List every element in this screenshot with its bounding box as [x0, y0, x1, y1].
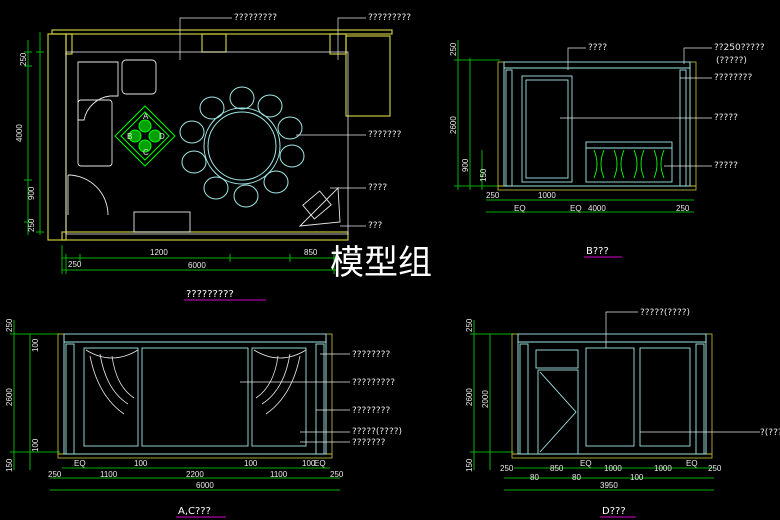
b-dim-left-2: 2600: [449, 116, 458, 134]
elevation-b: ???? ??250????? (?????) ???????? ????? ?…: [449, 40, 765, 258]
d-dim-9: 100: [630, 473, 644, 482]
d-dim-6: 80: [530, 473, 539, 482]
ac-title: A,C???: [178, 506, 211, 517]
ac-dim-100-3: 100: [302, 459, 316, 468]
plan-callout-3: ???????: [368, 130, 402, 140]
ac-dim-eq-2: EQ: [314, 459, 326, 468]
ac-dim-2: 1100: [100, 470, 118, 479]
plan-dim-left-4000: 4000: [15, 124, 24, 142]
round-dining-table: [179, 86, 305, 208]
plan-dim-850: 850: [304, 248, 318, 257]
ac-callout-3: ????????: [352, 406, 390, 416]
d-dim-left-3: 2000: [481, 390, 490, 408]
b-dim-6: 250: [676, 204, 690, 213]
b-dim-3: 1000: [538, 191, 556, 200]
ac-dim-4: 1100: [270, 470, 288, 479]
ac-dim-eq-1: EQ: [74, 459, 86, 468]
b-dim-5: 4000: [588, 204, 606, 213]
ac-dim-100-2: 100: [244, 459, 258, 468]
ac-callout-5: ???????: [352, 438, 386, 448]
ac-callout-2: ?????????: [352, 378, 395, 388]
b-dim-left-4: 150: [479, 168, 488, 182]
ac-dim-1: 250: [48, 470, 62, 479]
d-dim-8: 3950: [600, 481, 618, 490]
plan-dim-6000: 6000: [188, 261, 206, 270]
b-callout-1: ????: [588, 43, 607, 53]
d-dim-left-4: 150: [465, 458, 474, 472]
b-callout-3: (?????): [716, 56, 747, 66]
d-title: D???: [602, 506, 626, 517]
ac-dim-left-2: 100: [31, 338, 40, 352]
ac-dim-5: 250: [330, 470, 344, 479]
plan-dim-left-900: 900: [27, 186, 36, 200]
d-dim-eq-2: EQ: [686, 459, 698, 468]
b-callout-5: ?????: [714, 113, 738, 123]
elevation-ac: ???????? ????????? ???????? ?????(????) …: [5, 318, 402, 518]
ac-callout-4: ?????(????): [352, 427, 402, 437]
floor-plan: A B D C ????????? ?????????: [15, 13, 411, 301]
table-letter-c: C: [143, 148, 149, 157]
d-dim-7: 80: [572, 473, 581, 482]
table-letter-b: B: [127, 132, 132, 141]
b-dim-left-1: 250: [449, 42, 458, 56]
b-callout-4: ????????: [714, 73, 752, 83]
d-dim-eq-1: EQ: [580, 459, 592, 468]
d-dim-5: 250: [708, 464, 722, 473]
b-title: B???: [586, 246, 609, 257]
d-callout-2: ?(???): [760, 428, 780, 438]
b-dim-left-3: 900: [461, 158, 470, 172]
ac-dim-left-3: 2600: [5, 388, 14, 406]
ac-dim-left-5: 150: [5, 458, 14, 472]
d-dim-2: 850: [550, 464, 564, 473]
b-callout-2: ??250?????: [714, 43, 765, 53]
d-dim-left-1: 250: [465, 318, 474, 332]
ac-dim-left-1: 250: [5, 318, 14, 332]
ac-dim-100-1: 100: [134, 459, 148, 468]
b-dim-2: EQ: [514, 204, 526, 213]
plan-dim-250: 250: [68, 260, 82, 269]
b-dim-1: 250: [486, 191, 500, 200]
b-dim-4: EQ: [570, 204, 582, 213]
d-dim-1: 250: [500, 464, 514, 473]
d-callout-1: ?????(????): [640, 308, 690, 318]
d-dim-4: 1000: [654, 464, 672, 473]
plan-callout-2: ?????????: [368, 13, 411, 23]
elevation-d: ?????(????) ?(???) 250 2600 2000 150 EQ …: [465, 308, 780, 518]
d-dim-3: 1000: [604, 464, 622, 473]
plan-dim-left-250b: 250: [27, 218, 36, 232]
b-callout-6: ?????: [714, 161, 738, 171]
ac-dim-6: 6000: [196, 481, 214, 490]
table-letter-d: D: [159, 132, 165, 141]
ac-dim-3: 2200: [186, 470, 204, 479]
plan-dim-left-250: 250: [19, 52, 28, 66]
watermark: 模型组: [330, 243, 432, 283]
coffee-table-highlight: [114, 105, 176, 167]
plan-callout-4: ????: [368, 183, 387, 193]
plan-callout-1: ?????????: [234, 13, 277, 23]
ac-dim-left-4: 100: [31, 438, 40, 452]
ac-callout-1: ????????: [352, 350, 390, 360]
plan-dim-1200: 1200: [150, 248, 168, 257]
plan-title: ?????????: [186, 289, 234, 300]
d-dim-left-2: 2600: [465, 388, 474, 406]
plan-callout-5: ???: [368, 221, 383, 231]
table-letter-a: A: [143, 112, 149, 121]
